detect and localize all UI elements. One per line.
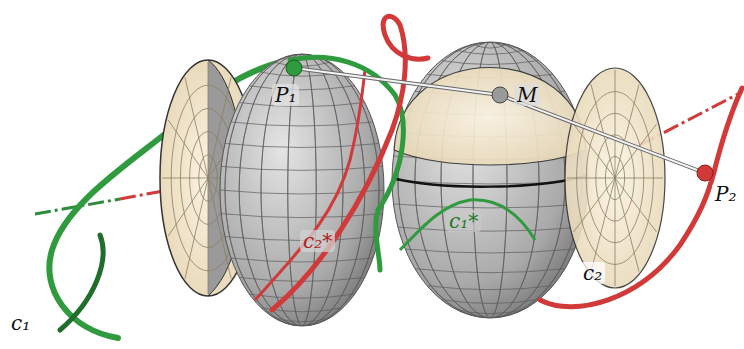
illustration-part — [261, 54, 343, 326]
illustration-part — [220, 190, 384, 194]
illustration-part — [162, 178, 208, 179]
illustration-part — [225, 54, 379, 326]
illustration-part — [567, 70, 663, 286]
illustration-part — [220, 54, 384, 328]
illustration-part — [231, 258, 373, 262]
illustration-part — [185, 178, 208, 278]
illustration-part — [591, 178, 615, 272]
illustration-part — [615, 178, 616, 286]
illustration-part — [221, 166, 383, 170]
illustration-part — [393, 204, 586, 208]
illustration-part — [231, 122, 373, 126]
illustration-part — [249, 294, 354, 298]
illustration-part — [225, 143, 379, 147]
point-p1 — [286, 60, 302, 76]
illustration-part — [473, 316, 507, 320]
illustration-part — [441, 60, 539, 64]
segment — [294, 68, 705, 173]
illustration-part — [239, 54, 365, 326]
illustration-part — [185, 78, 208, 178]
illustration-part — [294, 68, 500, 95]
point-label: P₂ — [712, 183, 739, 205]
curve-c1-star — [400, 200, 535, 250]
illustration-part — [274, 318, 330, 322]
illustration-part — [615, 84, 639, 178]
illustration-part — [615, 178, 639, 272]
illustration-part — [208, 178, 209, 294]
illustration-part — [288, 324, 316, 328]
point-label: M — [514, 84, 540, 106]
illustration-part — [168, 120, 208, 178]
illustration-part — [249, 86, 354, 90]
illustration-part — [415, 269, 565, 273]
curve-label: c₁ — [8, 312, 33, 334]
illustration-part — [441, 300, 539, 304]
illustration-part — [500, 95, 705, 173]
curve-label: c₁* — [446, 210, 481, 232]
illustration-part — [221, 214, 383, 218]
illustration-part — [427, 286, 553, 290]
illustration-part — [615, 178, 663, 179]
illustration-part — [225, 54, 379, 326]
illustration-part — [239, 103, 365, 107]
illustration-part — [220, 54, 384, 326]
illustration-part — [456, 310, 523, 314]
illustration-part — [239, 54, 365, 326]
illustration-part — [500, 95, 705, 173]
cup-right — [565, 68, 665, 288]
curve-c2-star — [255, 70, 365, 300]
illustration-part — [615, 70, 616, 178]
illustration-part — [573, 178, 615, 232]
illustration-part — [168, 178, 208, 236]
sphere-1 — [220, 54, 384, 328]
point-m — [492, 87, 508, 103]
illustration-part — [473, 44, 507, 48]
illustration-part — [392, 175, 588, 187]
illustration-part — [405, 249, 575, 253]
curve-c1 — [290, 57, 403, 270]
curve-c1 — [60, 235, 103, 330]
illustration-part — [208, 62, 209, 178]
curve-label: c₂ — [580, 262, 605, 284]
illustration-part — [565, 68, 665, 288]
curve-c2 — [272, 16, 428, 310]
illustration-part — [261, 54, 343, 326]
illustration-part — [615, 178, 657, 232]
illustration-part — [398, 227, 582, 231]
curve-label: c₂* — [300, 230, 335, 252]
illustration-part — [456, 50, 523, 54]
illustration-part — [567, 178, 615, 179]
point-label: P₁ — [272, 84, 299, 106]
illustration-part — [294, 68, 500, 95]
point-p2 — [697, 165, 713, 181]
